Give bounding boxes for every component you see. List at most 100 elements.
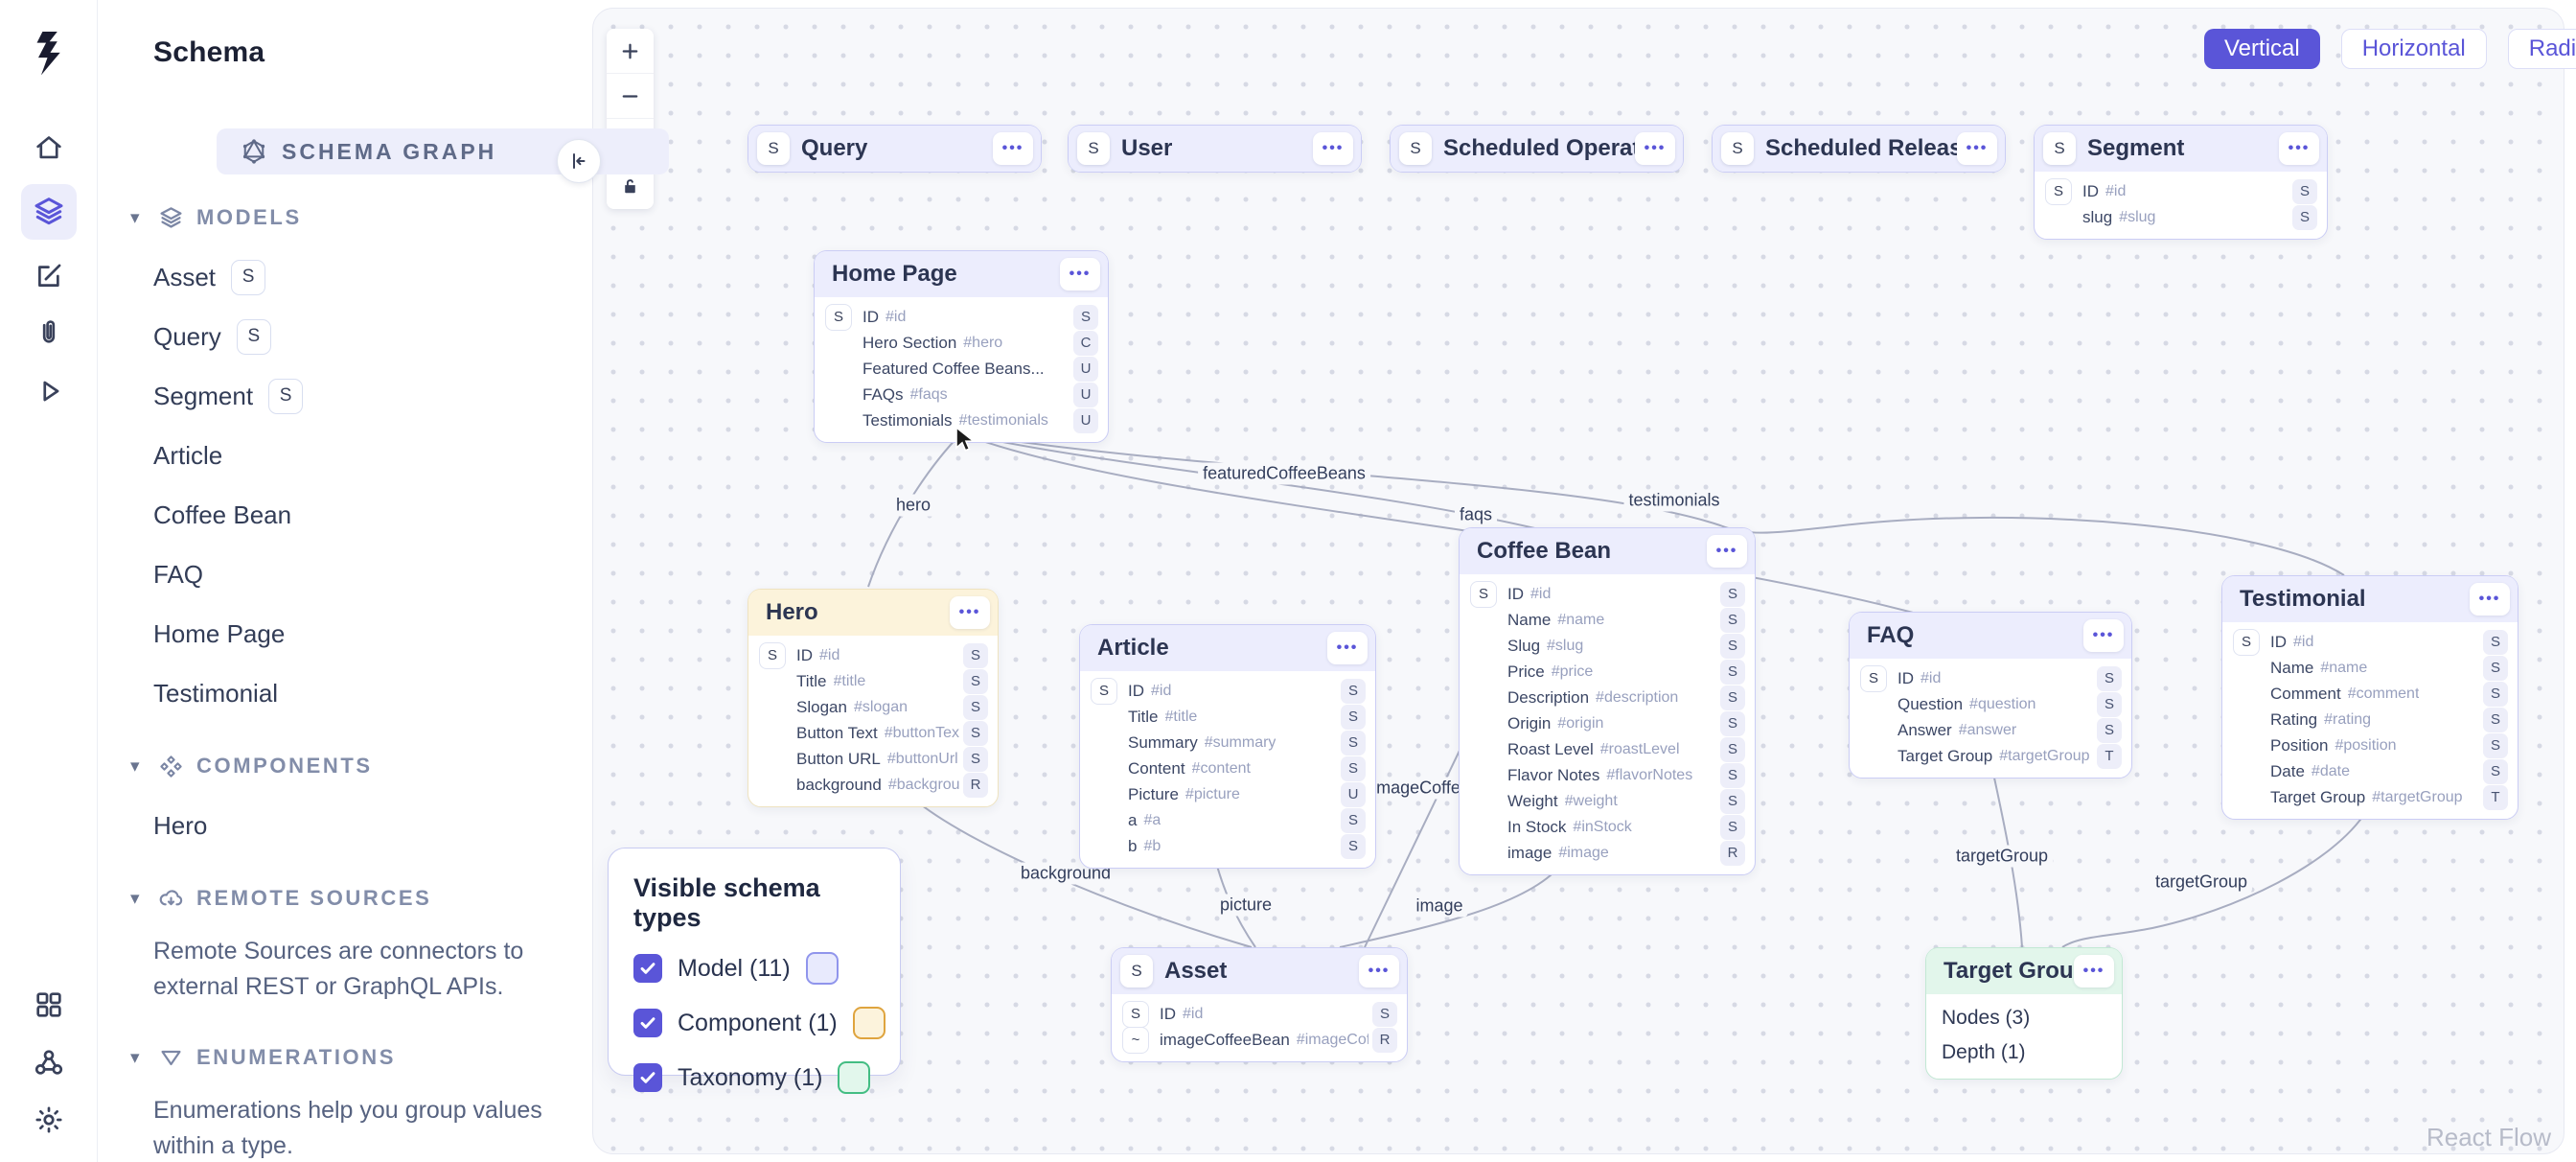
legend-row: Component (1) [633,1004,886,1042]
layout-horizontal-button[interactable]: Horizontal [2340,29,2487,69]
rail-webhook-button[interactable] [28,1041,70,1083]
schema-graph-nav[interactable]: SCHEMA GRAPH [217,128,669,174]
node-menu-button[interactable]: ••• [1957,132,1997,165]
system-badge: S [1399,132,1432,165]
rail-layers-button[interactable] [21,184,77,240]
node-menu-button[interactable]: ••• [950,596,990,629]
section-header-models[interactable]: ▾MODELS [98,188,579,247]
field-name: Hero Section [862,333,957,352]
field-name: Position [2270,735,2329,755]
sidebar-item-hero[interactable]: Hero [98,796,579,855]
checkbox-taxonomy[interactable] [633,1063,662,1092]
section-header-components[interactable]: ▾COMPONENTS [98,736,579,796]
layout-radial-button[interactable]: Radial [2507,29,2576,69]
node-menu-button[interactable]: ••• [1313,132,1353,165]
rail-attachment-button[interactable] [28,313,70,355]
field-name: Question [1898,694,1964,713]
node-menu-button[interactable]: ••• [2279,132,2319,165]
node-header[interactable]: Coffee Bean••• [1460,528,1755,574]
node-menu-button[interactable]: ••• [1327,632,1368,664]
collapse-panel-button[interactable] [557,139,601,183]
field-api-id: #slug [2119,208,2156,225]
checkbox-component[interactable] [633,1009,662,1037]
grid-icon [36,992,61,1017]
field-api-id: #description [1596,688,1679,706]
rail-settings-button[interactable] [28,1099,70,1141]
node-menu-button[interactable]: ••• [993,132,1033,165]
node-header[interactable]: FAQ••• [1850,613,2131,659]
rail-play-button[interactable] [28,370,70,412]
sidebar-item-faq[interactable]: FAQ [98,545,579,604]
section-header-enumerations[interactable]: ▾ENUMERATIONS [98,1028,579,1087]
system-badge: S [231,259,266,295]
zoom-out-button[interactable] [607,74,654,119]
field-type-badge: S [825,303,852,331]
sidebar-item-article[interactable]: Article [98,426,579,485]
field-kind-badge: C [1073,330,1098,356]
field-name: Button Text [796,723,878,742]
node-header[interactable]: Target Group••• [1926,948,2122,994]
section-header-remote_sources[interactable]: ▾REMOTE SOURCES [98,869,579,928]
node-header[interactable]: Home Page••• [815,251,1108,297]
node-menu-button[interactable]: ••• [2083,619,2124,652]
node-menu-button[interactable]: ••• [1635,132,1675,165]
field-api-id: #testimonials [958,411,1048,429]
checkbox-model[interactable] [633,954,662,983]
field-api-id: #imageCoffeeBean [1296,1031,1368,1048]
node-target-group[interactable]: Target Group•••Nodes (3)Depth (1) [1925,947,2123,1080]
rail-grid-button[interactable] [28,984,70,1026]
field-kind-badge: S [1341,704,1366,730]
sidebar-item-home-page[interactable]: Home Page [98,604,579,663]
node-header[interactable]: Article••• [1080,625,1375,671]
node-menu-button[interactable]: ••• [2470,583,2510,616]
rail-compose-button[interactable] [28,255,70,297]
compose-icon [38,264,61,287]
field-kind-badge: S [2483,732,2508,758]
field-api-id: #id [1183,1005,1204,1022]
node-menu-button[interactable]: ••• [1359,955,1399,988]
rail-home-button[interactable] [28,127,70,169]
sidebar-item-coffee-bean[interactable]: Coffee Bean [98,485,579,545]
taxonomy-row: Nodes (3) [1942,1007,2031,1029]
field-left-slot: S [1857,664,1890,692]
layout-vertical-button[interactable]: Vertical [2204,29,2320,69]
node-header[interactable]: Hero••• [748,590,998,636]
node-menu-button[interactable]: ••• [2074,955,2114,988]
node-header[interactable]: Testimonial••• [2222,576,2518,622]
hygraph-logo[interactable] [28,29,70,77]
field-api-id: #id [886,308,907,325]
zoom-in-button[interactable] [607,29,654,74]
field-kind-badge: S [1341,730,1366,755]
section-label: MODELS [196,205,302,229]
sidebar-item-testimonial[interactable]: Testimonial [98,663,579,723]
node-menu-button[interactable]: ••• [1060,258,1100,290]
node-menu-button[interactable]: ••• [1707,535,1747,568]
